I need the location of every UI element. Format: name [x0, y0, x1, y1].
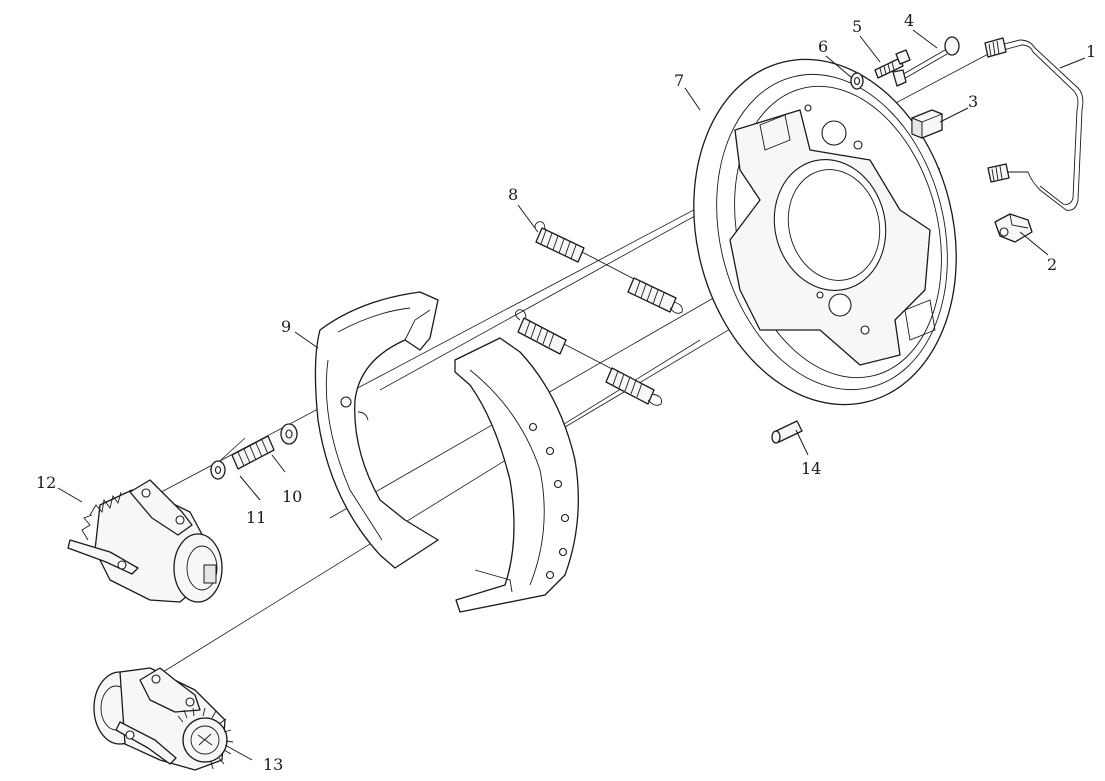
callout-9: 9 — [281, 317, 291, 336]
callout-7: 7 — [674, 71, 684, 90]
callout-5: 5 — [852, 17, 862, 36]
leader-lines — [57, 29, 1086, 761]
callout-6: 6 — [818, 37, 828, 56]
brake-shoe-upper — [314, 291, 439, 569]
callout-10: 10 — [282, 487, 302, 506]
callout-4: 4 — [904, 11, 914, 30]
brake-shoe-lower — [454, 337, 579, 613]
callout-12: 12 — [36, 473, 56, 492]
adjuster-spring — [231, 423, 298, 470]
plug-block — [911, 109, 943, 139]
brake-pipe — [984, 37, 1084, 211]
callout-labels: 1 2 3 4 5 6 7 8 9 10 11 12 13 14 — [36, 11, 1096, 774]
upper-return-spring — [534, 221, 683, 314]
callout-11: 11 — [246, 508, 266, 527]
pipe-clip — [994, 213, 1033, 243]
callout-1: 1 — [1086, 42, 1096, 61]
hex-bolt — [874, 49, 911, 79]
long-bolt — [892, 36, 960, 87]
lock-washer — [850, 72, 864, 90]
backing-plate — [693, 58, 957, 406]
callout-8: 8 — [508, 185, 518, 204]
dowel-pin — [771, 420, 803, 444]
wheel-cylinder-upper — [67, 479, 223, 603]
callout-13: 13 — [263, 755, 283, 774]
lower-return-spring — [515, 309, 663, 406]
callout-14: 14 — [801, 459, 821, 478]
callout-2: 2 — [1047, 255, 1057, 274]
flat-washer — [210, 460, 226, 480]
wheel-cylinder-lower — [93, 667, 234, 771]
callout-3: 3 — [968, 92, 978, 111]
